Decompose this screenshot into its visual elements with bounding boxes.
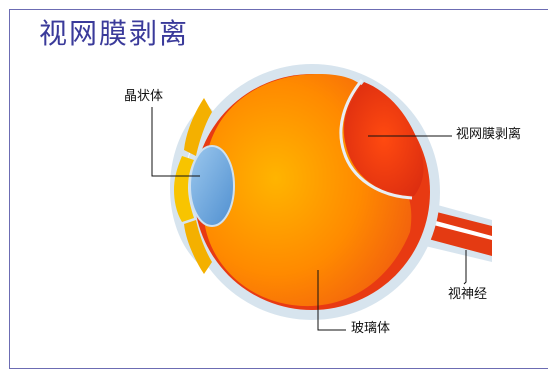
iris-upper xyxy=(184,98,212,156)
leader-vitreous xyxy=(317,270,346,331)
cornea xyxy=(170,104,214,270)
iris-lower xyxy=(184,220,212,274)
lens xyxy=(189,145,235,227)
detached-retina xyxy=(339,79,413,200)
leader-lens xyxy=(151,107,200,177)
subretinal-fluid xyxy=(344,82,424,196)
label-retinal-detachment: 视网膜剥离 xyxy=(456,127,522,142)
leader-optic-nerve xyxy=(463,250,467,285)
anterior-chamber xyxy=(174,156,194,222)
label-optic-nerve: 视神经 xyxy=(448,287,488,302)
label-lens: 晶状体 xyxy=(124,89,164,104)
leader-lines xyxy=(151,107,467,331)
page-title: 视网膜剥离 xyxy=(39,17,190,50)
label-vitreous: 玻璃体 xyxy=(351,321,391,336)
vitreous-body xyxy=(202,74,412,307)
diagram-frame: 视网膜剥离 xyxy=(9,9,548,369)
eye-cross-section xyxy=(151,64,492,331)
